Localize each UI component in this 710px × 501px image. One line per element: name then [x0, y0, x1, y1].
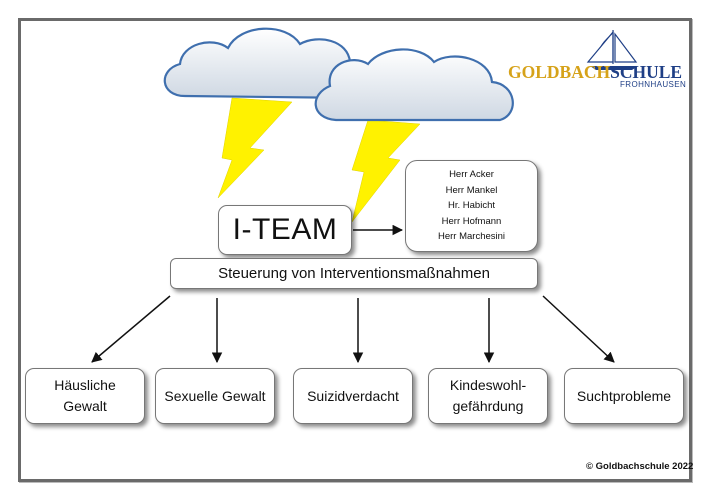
- i-team-label: I-TEAM: [232, 213, 338, 246]
- member-name: Herr Acker: [449, 169, 494, 181]
- category-box-domestic-violence: Häusliche Gewalt: [25, 368, 145, 424]
- member-name: Herr Marchesini: [437, 231, 506, 243]
- i-team-box: I-TEAM: [218, 205, 352, 255]
- category-label: Häusliche: [54, 377, 116, 393]
- category-box-addiction: Suchtprobleme: [564, 368, 684, 424]
- lightning-icon: [351, 119, 421, 223]
- logo-name-part2: SCHULE: [610, 62, 683, 82]
- category-label: Gewalt: [63, 398, 107, 414]
- member-name: Herr Mankel: [445, 184, 498, 196]
- arrow-to-category-5: [542, 295, 615, 363]
- category-box-child-welfare: Kindeswohl- gefährdung: [428, 368, 548, 424]
- steering-box: Steuerung von Interventionsmaßnahmen: [170, 258, 538, 289]
- cloud-icon: [314, 48, 514, 122]
- sailboat-icon: [586, 30, 638, 70]
- category-label: Suchtprobleme: [576, 387, 672, 404]
- logo-title: GOLDBACHSCHULE: [508, 62, 682, 83]
- category-label: Suizidverdacht: [307, 387, 399, 404]
- steering-label: Steuerung von Interventionsmaßnahmen: [218, 265, 490, 282]
- arrow-to-category-1: [91, 295, 171, 363]
- logo-subtitle: FROHNHAUSEN: [620, 80, 687, 89]
- team-members-box: Herr Acker Herr Mankel Hr. Habicht Herr …: [405, 160, 538, 252]
- category-box-suicide-suspicion: Suizidverdacht: [293, 368, 413, 424]
- logo-name-part1: GOLDBACH: [508, 62, 611, 82]
- category-label: Kindeswohl-: [449, 377, 527, 393]
- member-name: Hr. Habicht: [448, 200, 495, 212]
- lightning-icon: [217, 97, 293, 199]
- category-box-sexual-violence: Sexuelle Gewalt: [155, 368, 275, 424]
- member-name: Herr Hofmann: [441, 215, 502, 227]
- copyright-text: © Goldbachschule 2022: [586, 461, 694, 472]
- category-label: gefährdung: [452, 398, 524, 414]
- category-label: Sexuelle Gewalt: [164, 387, 266, 404]
